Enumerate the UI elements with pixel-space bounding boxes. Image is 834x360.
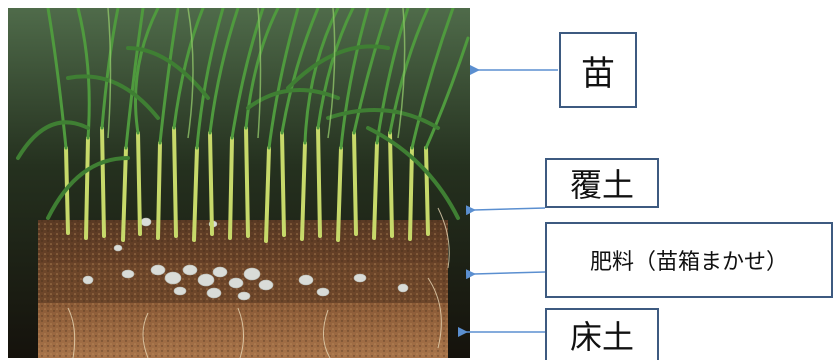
roots bbox=[67, 207, 450, 358]
arrow-fertilizer bbox=[465, 269, 546, 280]
rice-seedling-photo bbox=[8, 8, 470, 358]
label-fertilizer-text: 肥料（苗箱まかせ） bbox=[589, 250, 788, 275]
arrow-covering-soil bbox=[465, 205, 546, 216]
seedling-leaves bbox=[46, 8, 470, 150]
label-covering-soil: 覆土 bbox=[545, 158, 659, 208]
seedling-stems bbox=[64, 126, 430, 243]
label-bed-soil-text: 床土 bbox=[569, 318, 634, 356]
label-seedling: 苗 bbox=[559, 32, 637, 108]
label-covering-soil-text: 覆土 bbox=[569, 166, 634, 204]
label-fertilizer: 肥料（苗箱まかせ） bbox=[545, 222, 833, 298]
label-seedling-text: 苗 bbox=[581, 53, 615, 94]
fertilizer-granules bbox=[82, 217, 409, 301]
label-bed-soil: 床土 bbox=[545, 308, 659, 360]
